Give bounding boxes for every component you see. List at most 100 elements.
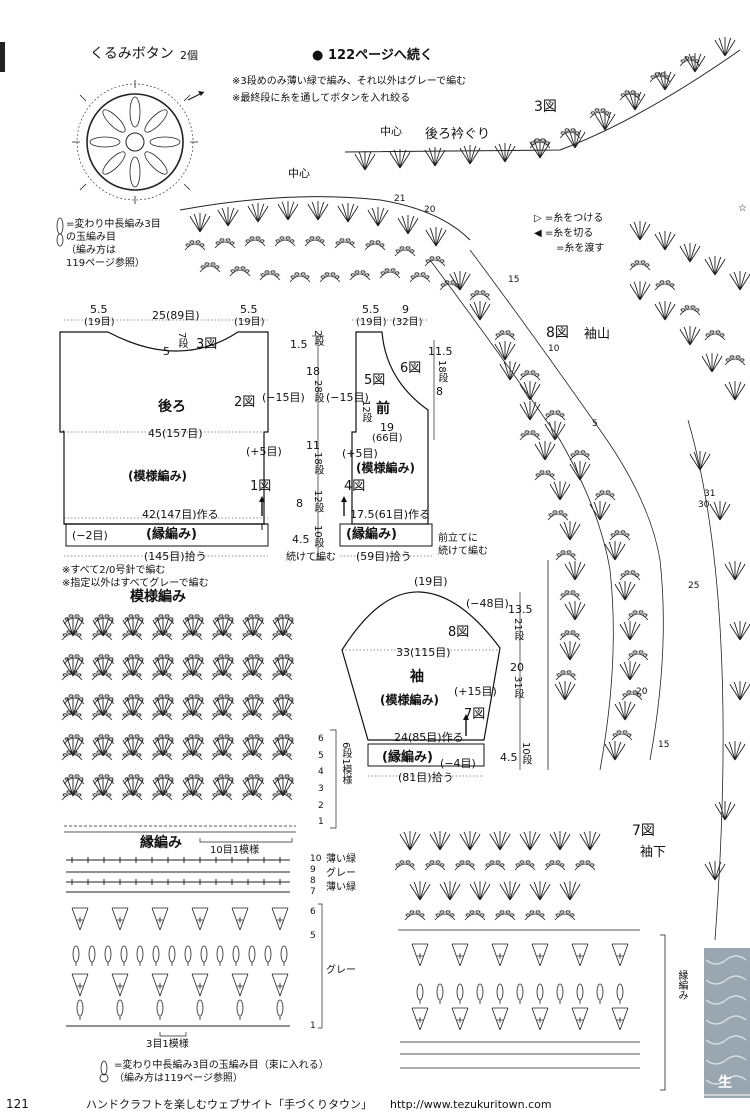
right-row-15: 15 <box>658 740 670 750</box>
pattern-row-5: 5 <box>318 751 324 761</box>
side-d5: 4.5 <box>292 533 310 546</box>
side-d3: 11 <box>306 439 320 452</box>
front-depth-8: 8 <box>436 385 443 398</box>
back-neck-rows: 7段 <box>176 332 187 349</box>
button-title: くるみボタン <box>90 46 174 62</box>
button-chart <box>72 80 205 204</box>
back-top-left-st: (19目) <box>84 317 115 328</box>
front-top-right-st: (32目) <box>392 317 423 328</box>
front-fig-4: 4図 <box>344 479 366 494</box>
front-cast-on: 17.5(61目)作る <box>350 508 431 521</box>
back-fig-1: 1図 <box>250 479 272 494</box>
right-fig-8: 8図 <box>546 325 569 341</box>
edging-legend-1: =変わり中長編み3目の玉編み目（束に入れる） <box>114 1060 329 1071</box>
back-increase: (+5目) <box>246 445 282 458</box>
sleeve-r3: 10段 <box>520 742 531 765</box>
sleeve-fig-8: 8図 <box>448 625 470 640</box>
yoke-row-15: 15 <box>508 275 520 285</box>
side-d4: 8 <box>296 497 303 510</box>
legend-cut: ◀ =糸を切る <box>534 228 594 239</box>
back-width: 45(157目) <box>148 427 203 440</box>
side-d2: 18 <box>306 365 320 378</box>
sleeve-schematic <box>341 591 501 767</box>
sleeve-chart <box>499 360 586 770</box>
front-schematic <box>339 331 433 547</box>
sleeve-cast-on: 24(85目)作る <box>394 731 464 744</box>
sleeve-r1: 21段 <box>512 618 523 641</box>
back-schematic <box>59 331 269 547</box>
front-increase: (+5目) <box>342 447 378 460</box>
back-top-left: 5.5 <box>90 303 108 316</box>
edging-row-1: 1 <box>310 1021 316 1031</box>
sleeve-edging: (縁編み) <box>382 750 433 765</box>
front-neck-rows: 18段 <box>436 360 447 383</box>
front-r12: 12段 <box>360 400 371 423</box>
back-neck-depth: 5 <box>163 345 170 358</box>
front-fig-5: 5図 <box>364 373 386 388</box>
footer-site: ハンドクラフトを楽しむウェブサイト「手づくりタウン」 <box>86 1098 372 1111</box>
edging-legend-2: （編み方は119ページ参照） <box>114 1073 243 1084</box>
front-neck-depth: 11.5 <box>428 345 453 358</box>
back-neck-chart <box>344 36 741 171</box>
right-row-10: 10 <box>548 344 560 354</box>
continue-marker: ● <box>312 48 324 63</box>
button-count: 2個 <box>180 49 198 62</box>
front-note-2: 続けて編む <box>438 546 488 557</box>
side-dec-right: (−15目) <box>326 391 369 404</box>
side-r1: 2段 <box>312 330 323 347</box>
sleeve-d2: 20 <box>510 661 524 674</box>
edging-stitch-chart <box>66 856 323 1037</box>
right-row-5: 5 <box>592 419 598 429</box>
continue-link[interactable]: 122ページへ続く <box>328 48 433 63</box>
back-neck-label: 後ろ衿ぐり <box>425 127 491 142</box>
side-r5: 10段 <box>312 525 323 548</box>
right-sleeve-cap: 袖山 <box>584 327 611 342</box>
button-note-2: ※最終段に糸を通してボタンを入れ絞る <box>232 93 411 104</box>
front-width: 19 <box>380 421 394 434</box>
back-fig-2: 2図 <box>234 395 256 410</box>
pattern-row-4: 4 <box>318 767 324 777</box>
back-pattern: (模様編み) <box>128 469 187 483</box>
sleeve-increase: (+15目) <box>454 685 497 698</box>
edging-row-6: 6 <box>310 907 316 917</box>
sleeve-name: 袖 <box>410 669 424 685</box>
side-continue: 続けて編む <box>286 552 336 563</box>
right-star: ☆ <box>738 203 747 214</box>
side-r4: 12段 <box>312 490 323 513</box>
sleeve-decrease-2: (−4目) <box>440 757 476 770</box>
yoke-chart <box>179 196 471 291</box>
edging-color-gray-2: グレー <box>326 965 356 976</box>
bobble-legend-4: 119ページ参照） <box>66 258 145 269</box>
footer-url[interactable]: http://www.tezukuritown.com <box>390 1098 552 1111</box>
sleeve-decrease: (−48目) <box>466 597 509 610</box>
back-top-right: 5.5 <box>240 303 258 316</box>
yoke-row-20: 20 <box>424 205 436 215</box>
front-band-chart <box>429 249 664 771</box>
front-top-left: 5.5 <box>362 303 380 316</box>
pattern-row-2: 2 <box>318 801 324 811</box>
front-note-1: 前立てに <box>438 533 478 544</box>
back-edging: (縁編み) <box>146 527 197 542</box>
right-row-31: 31 <box>704 489 716 499</box>
front-fig-6: 6図 <box>400 361 422 376</box>
back-decrease: (−2目) <box>72 529 108 542</box>
cuff-edging-chart <box>400 934 666 1091</box>
edging-row-8: 8 <box>310 876 316 886</box>
back-fig-3: 3図 <box>196 337 218 352</box>
page-edge-tab <box>0 42 5 72</box>
back-neck-fig: 3図 <box>534 99 557 115</box>
bobble-legend-3: （編み方は <box>66 245 116 256</box>
front-edging: (縁編み) <box>346 527 397 542</box>
right-edge-chart <box>629 220 750 941</box>
sleeve-d3: 4.5 <box>500 751 518 764</box>
legend-carry: =糸を渡す <box>556 243 605 254</box>
photo-overlay-text: 生 <box>718 1075 732 1091</box>
edging-color-light-1: 薄い緑 <box>326 854 356 865</box>
back-name: 後ろ <box>158 399 186 415</box>
right-row-20: 20 <box>636 687 648 697</box>
front-pickup: (59目)拾う <box>356 550 412 563</box>
right-row-25: 25 <box>688 581 700 591</box>
pattern-repeat: 10目1模様 <box>210 845 260 856</box>
sleeve-r2: 31段 <box>512 676 523 699</box>
sleeve-pattern: (模様編み) <box>380 693 439 707</box>
